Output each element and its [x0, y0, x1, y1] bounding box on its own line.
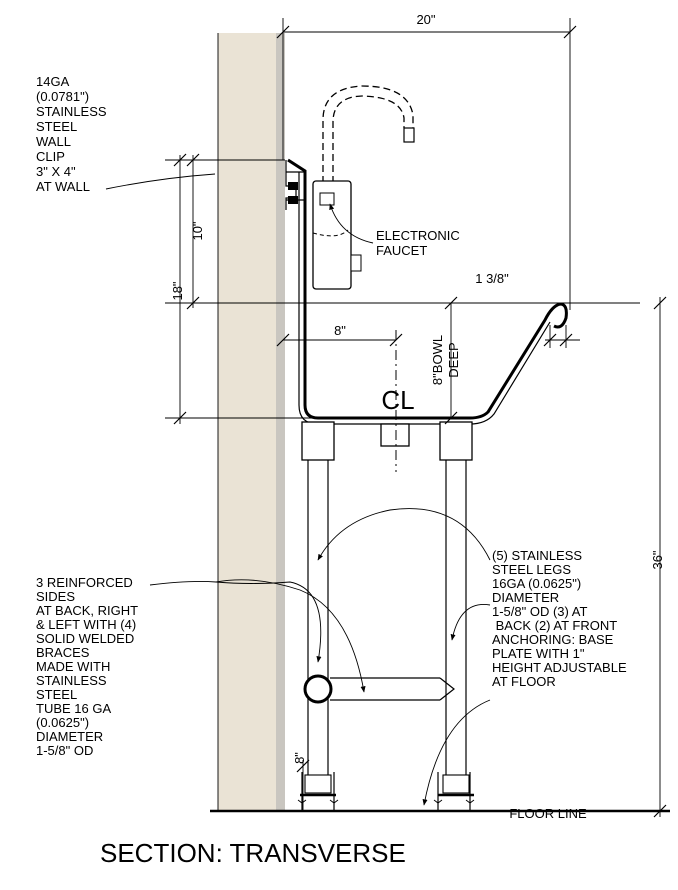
legs [297, 421, 475, 811]
callout-faucet: ELECTRONIC FAUCET [376, 228, 460, 258]
dim-bowl-depth-2: DEEP [446, 342, 461, 377]
svg-text:HEIGHT ADJUSTABLE: HEIGHT ADJUSTABLE [492, 660, 627, 675]
callout-legs: (5) STAINLESS STEEL LEGS 16GA (0.0625") … [492, 548, 627, 689]
callout-wall-clip: 14GA (0.0781") STAINLESS STEEL WALL CLIP… [36, 74, 107, 194]
svg-text:STEEL: STEEL [36, 119, 77, 134]
svg-text:14GA: 14GA [36, 74, 70, 89]
sink-basin [287, 158, 568, 447]
drawing-title: SECTION: TRANSVERSE [100, 838, 406, 868]
dim-setback: 8" [334, 323, 346, 338]
svg-text:STAINLESS: STAINLESS [36, 104, 107, 119]
svg-text:TUBE 16 GA: TUBE 16 GA [36, 701, 111, 716]
floor-line-label: FLOOR LINE [509, 806, 587, 821]
svg-text:(0.0781"): (0.0781") [36, 89, 89, 104]
svg-text:STEEL LEGS: STEEL LEGS [492, 562, 571, 577]
callout-sides: 3 REINFORCED SIDES AT BACK, RIGHT & LEFT… [36, 575, 138, 758]
svg-text:1-5/8" OD (3) AT: 1-5/8" OD (3) AT [492, 604, 587, 619]
svg-text:3" X 4": 3" X 4" [36, 164, 76, 179]
wall-clip [285, 160, 304, 210]
svg-text:DIAMETER: DIAMETER [36, 729, 103, 744]
dim-upper-height: 10" [190, 221, 205, 240]
svg-text:SIDES: SIDES [36, 589, 75, 604]
svg-text:& LEFT WITH (4): & LEFT WITH (4) [36, 617, 136, 632]
svg-text:AT WALL: AT WALL [36, 179, 90, 194]
svg-text:CLIP: CLIP [36, 149, 65, 164]
svg-text:3 REINFORCED: 3 REINFORCED [36, 575, 133, 590]
dim-brace-height: 8" [292, 752, 307, 764]
svg-text:AT FLOOR: AT FLOOR [492, 674, 556, 689]
electronic-faucet [312, 85, 415, 290]
svg-text:AT BACK, RIGHT: AT BACK, RIGHT [36, 603, 138, 618]
svg-text:SOLID WELDED: SOLID WELDED [36, 631, 134, 646]
svg-text:1-5/8" OD: 1-5/8" OD [36, 743, 93, 758]
svg-text:BACK (2) AT FRONT: BACK (2) AT FRONT [492, 618, 617, 633]
svg-text:WALL: WALL [36, 134, 71, 149]
svg-text:ELECTRONIC: ELECTRONIC [376, 228, 460, 243]
svg-text:DIAMETER: DIAMETER [492, 590, 559, 605]
svg-text:MADE WITH: MADE WITH [36, 659, 110, 674]
leader-lines [105, 173, 491, 806]
dim-wall-to-basin: 18" [170, 281, 185, 300]
wall [217, 33, 285, 811]
svg-text:(0.0625"): (0.0625") [36, 715, 89, 730]
svg-text:16GA (0.0625"): 16GA (0.0625") [492, 576, 581, 591]
dim-overall-width: 20" [416, 12, 435, 27]
dimension-lines [165, 18, 667, 818]
svg-text:STAINLESS: STAINLESS [36, 673, 107, 688]
svg-text:(5) STAINLESS: (5) STAINLESS [492, 548, 582, 563]
svg-text:FAUCET: FAUCET [376, 243, 427, 258]
svg-text:PLATE WITH 1": PLATE WITH 1" [492, 646, 585, 661]
dim-bowl-depth-1: 8"BOWL [430, 335, 445, 385]
svg-text:STEEL: STEEL [36, 687, 77, 702]
svg-text:ANCHORING: BASE: ANCHORING: BASE [492, 632, 614, 647]
svg-text:BRACES: BRACES [36, 645, 90, 660]
dim-rim-offset: 1 3/8" [475, 271, 509, 286]
brace [303, 674, 455, 704]
centerline-symbol: CL [381, 385, 414, 415]
dim-total-height: 36" [650, 550, 665, 569]
